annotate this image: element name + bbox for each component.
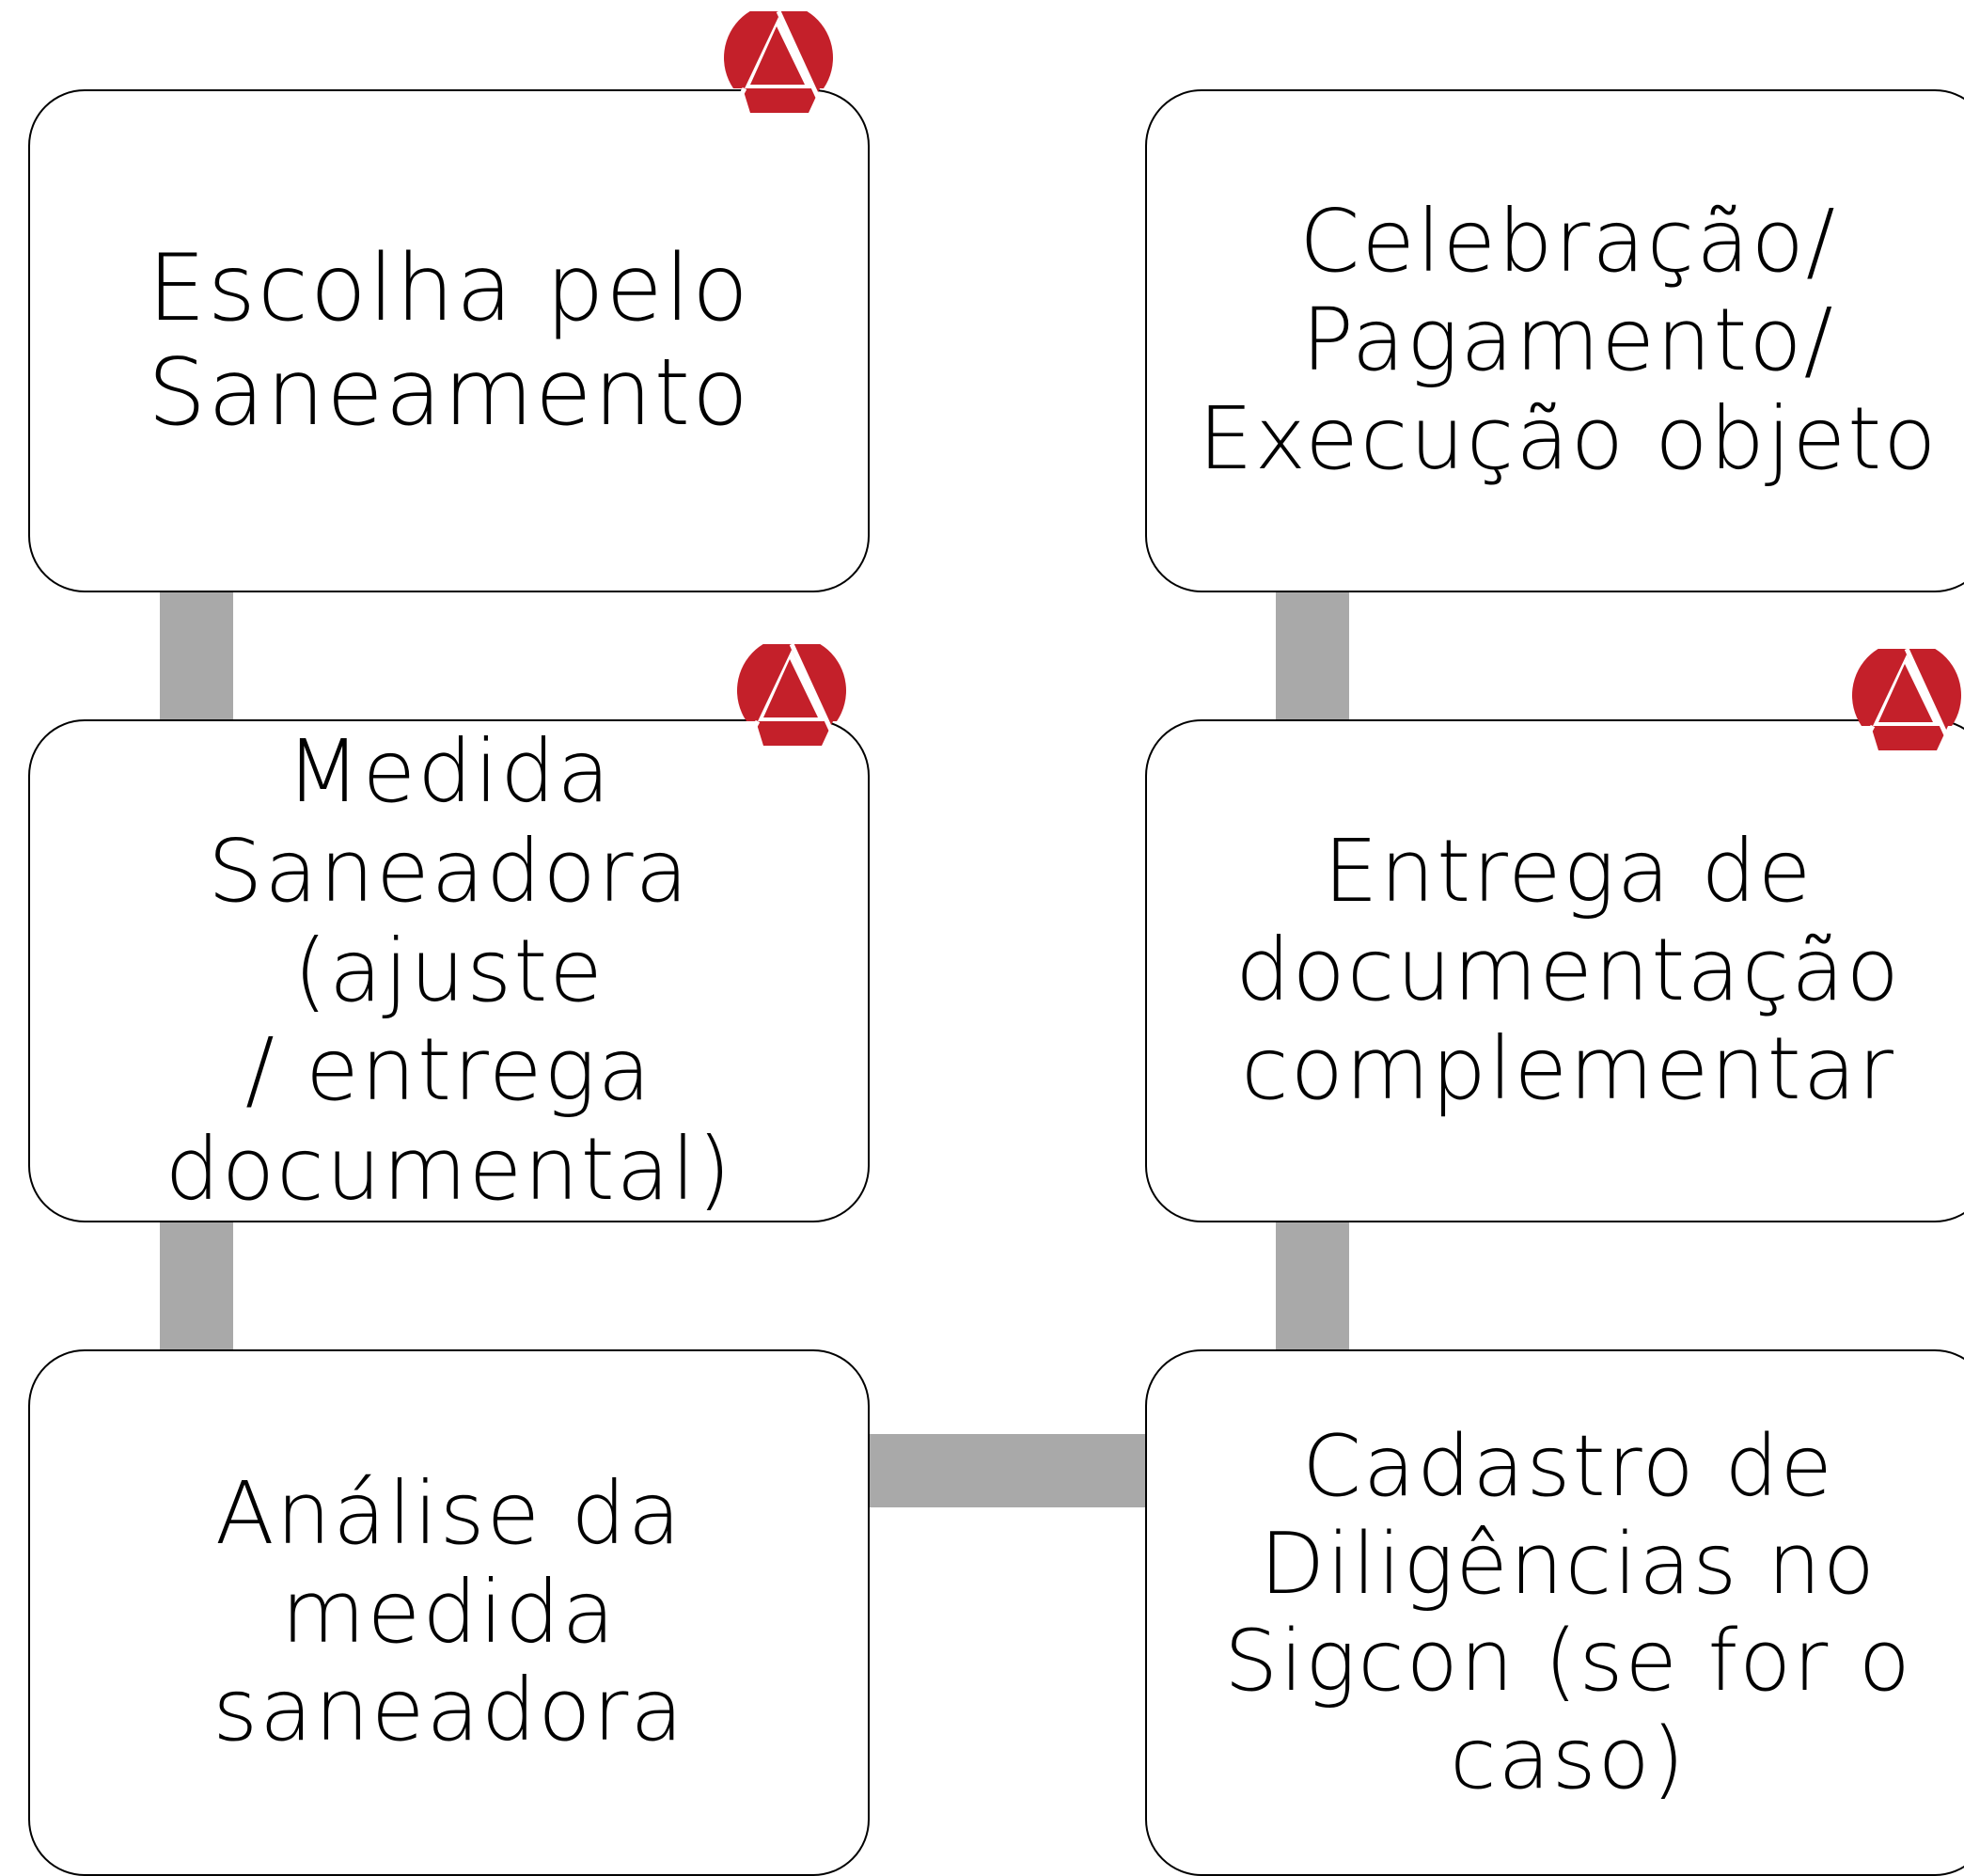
connector-analise-cadastro xyxy=(865,1434,1152,1507)
box-entrega-label: Entrega de documentação complementar xyxy=(1235,821,1901,1119)
box-entrega-documentacao: Entrega de documentação complementar xyxy=(1145,719,1964,1222)
box-escolha-pelo-saneamento: Escolha pelo Saneamento xyxy=(28,89,870,592)
box-celebracao-label: Celebração/ Pagamento/ Execução objeto xyxy=(1198,191,1939,489)
red-triangle-circle-logo-icon xyxy=(737,644,846,746)
box-analise-medida-saneadora: Análise da medida saneadora xyxy=(28,1349,870,1876)
red-triangle-circle-logo-icon xyxy=(724,11,833,113)
connector-medida-analise xyxy=(160,1213,233,1354)
box-cadastro-diligencias: Cadastro de Diligências no Sigcon (se fo… xyxy=(1145,1349,1964,1876)
connector-escolha-medida xyxy=(160,583,233,724)
connector-entrega-celebracao xyxy=(1276,583,1349,724)
red-triangle-circle-logo-icon xyxy=(1852,649,1961,750)
box-celebracao-pagamento-execucao: Celebração/ Pagamento/ Execução objeto xyxy=(1145,89,1964,592)
box-medida-label: Medida Saneadora (ajuste / entrega docum… xyxy=(165,721,733,1221)
connector-cadastro-entrega xyxy=(1276,1213,1349,1354)
box-medida-saneadora: Medida Saneadora (ajuste / entrega docum… xyxy=(28,719,870,1222)
box-cadastro-label: Cadastro de Diligências no Sigcon (se fo… xyxy=(1224,1417,1912,1808)
box-escolha-label: Escolha pelo Saneamento xyxy=(147,234,751,447)
box-analise-label: Análise da medida saneadora xyxy=(212,1462,685,1761)
